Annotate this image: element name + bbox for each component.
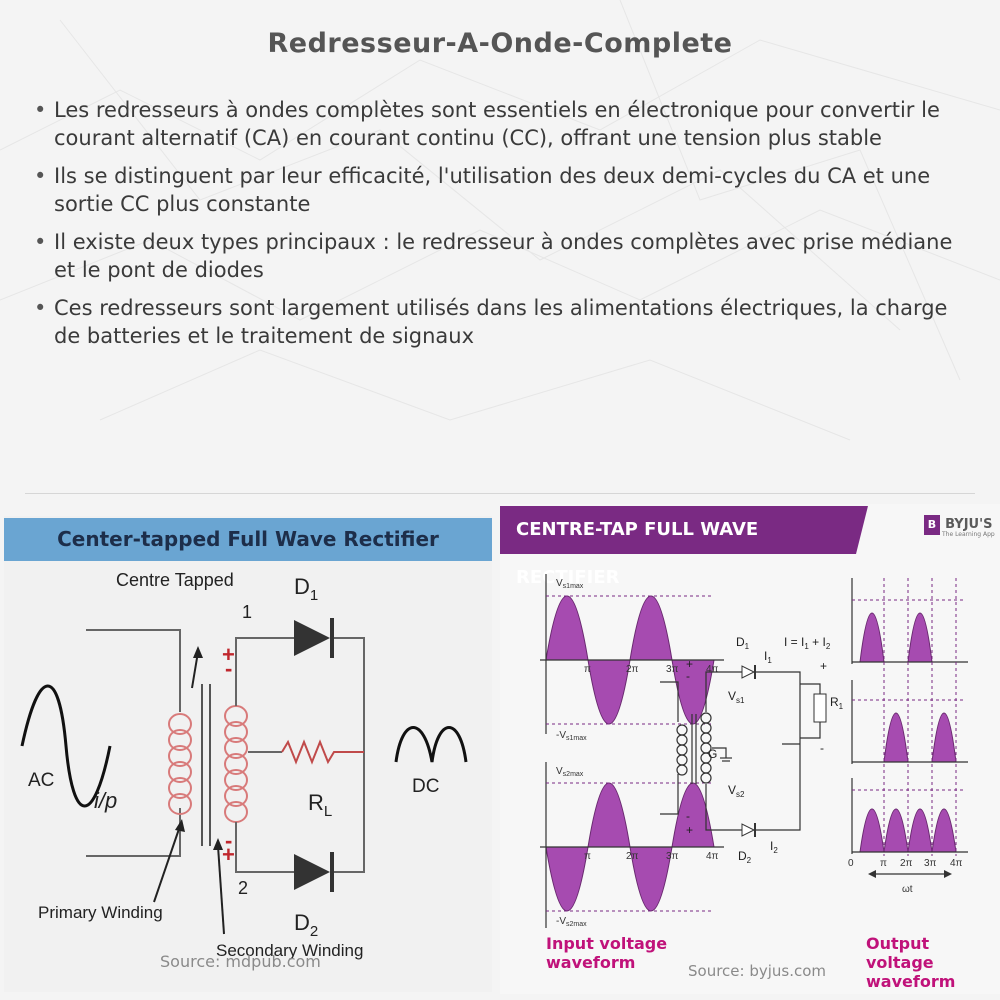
- i1-label: I1: [764, 649, 772, 665]
- tick-3pi: 3π: [924, 858, 937, 869]
- g-label: G: [708, 747, 717, 761]
- caption-line: waveform: [546, 953, 636, 972]
- minus-top: -: [225, 656, 232, 681]
- tick-2pi: 2π: [900, 858, 913, 869]
- page-title: Redresseur-A-Onde-Complete: [267, 28, 733, 59]
- d2-label: D2: [738, 849, 752, 865]
- tick-2pi: 2π: [626, 851, 639, 862]
- tick-pi: π: [584, 664, 591, 675]
- caption-line: Input voltage: [546, 934, 668, 953]
- dc-output-wave: [394, 726, 468, 763]
- output-wave-2: [883, 712, 909, 763]
- byjus-logo: B BYJU'S The Learning App: [924, 514, 995, 538]
- diode-d2-icon: [741, 823, 756, 837]
- tick-pi: π: [584, 851, 591, 862]
- byjus-rectifier-figure: CENTRE-TAP FULL WAVE RECTIFIER B BYJU'S …: [500, 504, 1000, 994]
- logo-mark: B: [924, 514, 940, 535]
- bullet-item: Ces redresseurs sont largement utilisés …: [32, 294, 962, 350]
- circuit-diagram: AC i/p: [20, 570, 468, 960]
- caption-line: waveform: [866, 972, 956, 991]
- resistor-icon: [281, 739, 364, 765]
- primary-winding-label: Primary Winding: [38, 903, 163, 922]
- tick-4pi: 4π: [950, 858, 963, 869]
- secondary-coil: [224, 705, 248, 823]
- d1-label: D1: [736, 635, 750, 651]
- i2-label: I2: [770, 839, 778, 855]
- minus-bottom: -: [225, 828, 232, 853]
- caption-line: Output voltage: [866, 934, 934, 972]
- rl-label: RL: [308, 790, 332, 820]
- node-2-label: 2: [238, 878, 248, 898]
- vs1-label: Vs1: [728, 689, 745, 705]
- ac-label: AC: [28, 770, 54, 791]
- bullet-item: Les redresseurs à ondes complètes sont e…: [32, 96, 962, 152]
- vs1max-label: Vs1max: [556, 578, 584, 590]
- waveform-diagram: Vs1max -Vs1max Vs2max -Vs2max π 2π 3π 4π…: [540, 574, 968, 928]
- r1-label: R1: [830, 695, 844, 711]
- centre-tapped-label: Centre Tapped: [116, 570, 234, 590]
- wt-label: ωt: [902, 884, 913, 895]
- vs2max-label: Vs2max: [556, 766, 584, 778]
- left-source-label: Source: mdpub.com: [160, 952, 321, 971]
- current-equation: I = I1 + I2: [784, 635, 831, 651]
- bullet-item: Ils se distinguent par leur efficacité, …: [32, 162, 962, 218]
- vs2-label: Vs2: [728, 783, 745, 799]
- tick-4pi: 4π: [706, 851, 719, 862]
- bullet-item: Il existe deux types principaux : le red…: [32, 228, 962, 284]
- input-wave-2: [545, 846, 589, 912]
- output-wave-3: [859, 808, 885, 853]
- output-voltage-caption: Output voltage waveform: [866, 934, 1000, 991]
- tick-3pi: 3π: [666, 664, 679, 675]
- resistor-r1-icon: [813, 693, 827, 723]
- transformer-circuit: [660, 671, 821, 831]
- neg-vs1max-label: -Vs1max: [556, 730, 587, 742]
- minus-right: -: [820, 741, 824, 755]
- tick-3pi: 3π: [666, 851, 679, 862]
- ip-label: i/p: [94, 788, 117, 813]
- figure-banner: CENTRE-TAP FULL WAVE RECTIFIER: [500, 506, 850, 588]
- dc-label: DC: [412, 776, 439, 797]
- tick-0: 0: [848, 858, 854, 869]
- plus-bottom: +: [686, 823, 693, 837]
- minus-bottom: -: [686, 809, 690, 823]
- logo-name: BYJU'S: [945, 517, 993, 532]
- diode-d2-icon: [294, 854, 330, 890]
- minus-top: -: [686, 669, 690, 683]
- tick-4pi: 4π: [706, 664, 719, 675]
- center-tapped-rectifier-figure: Center-tapped Full Wave Rectifier AC i/p: [4, 516, 492, 992]
- plus-bottom: +: [222, 842, 235, 867]
- right-source-label: Source: byjus.com: [688, 962, 827, 980]
- input-wave-1: [545, 595, 589, 661]
- section-divider: [25, 493, 975, 494]
- plus-top: +: [222, 642, 235, 667]
- diode-d1-icon: [294, 620, 330, 656]
- tick-2pi: 2π: [626, 664, 639, 675]
- plus-top: +: [686, 657, 693, 671]
- d2-label: D2: [294, 910, 318, 940]
- ac-sine-wave: [20, 684, 112, 808]
- primary-coil: [168, 713, 192, 815]
- input-voltage-caption: Input voltage waveform: [546, 934, 667, 972]
- logo-sub: The Learning App: [942, 531, 995, 538]
- diode-d1-icon: [741, 665, 756, 679]
- tick-pi: π: [880, 858, 887, 869]
- node-1-label: 1: [242, 602, 252, 622]
- plus-right: +: [820, 659, 827, 673]
- figure-banner: Center-tapped Full Wave Rectifier: [4, 518, 492, 561]
- neg-vs2max-label: -Vs2max: [556, 916, 587, 928]
- output-wave-1: [859, 612, 885, 663]
- d1-label: D1: [294, 574, 318, 604]
- bullet-list: Les redresseurs à ondes complètes sont e…: [32, 96, 962, 360]
- secondary-winding-label: Secondary Winding: [216, 941, 363, 960]
